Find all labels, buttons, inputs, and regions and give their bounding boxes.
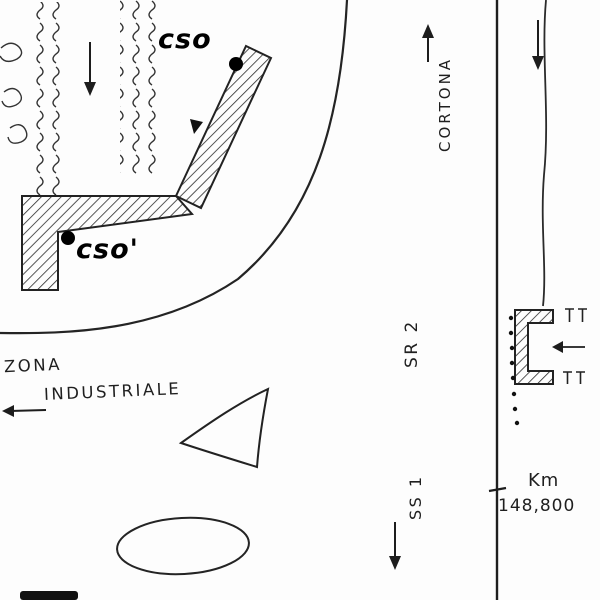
cso-label: cso <box>158 24 212 55</box>
cortona-arrow-up-icon <box>422 24 434 62</box>
secondary-road-edge <box>541 0 548 307</box>
hatched-l-wall <box>21 195 194 291</box>
pond-ellipse <box>116 516 250 576</box>
zona-arrow-left-icon <box>2 405 47 417</box>
ss1-arrow-down-icon <box>389 522 401 570</box>
right-road-arrow-down-icon <box>532 20 544 70</box>
km-value: 148,800 <box>498 496 576 516</box>
triangle-marker <box>190 119 203 134</box>
cso-prime-dot-marker <box>61 231 75 245</box>
cortona-label: CORTONA <box>436 56 454 152</box>
road-arrow-down-left-icon <box>84 42 96 96</box>
funnel-shape <box>178 387 270 469</box>
cso-prime-label: cso' <box>76 234 139 265</box>
roadside-scribbles-left <box>28 2 64 196</box>
roadside-scribbles-right <box>120 0 162 174</box>
cso-dot-marker <box>229 57 243 71</box>
bracket-arrow-left-icon <box>552 341 585 353</box>
ss1-label: SS 1 <box>406 474 425 520</box>
curved-road-edge <box>0 0 349 335</box>
km-tick <box>488 486 507 493</box>
km-label: Km <box>528 470 560 491</box>
sr2-label: SR 2 <box>402 319 422 368</box>
hatched-diagonal-wall <box>174 44 273 210</box>
tick-marks-top <box>565 308 587 322</box>
zona-label: ZONA <box>3 354 63 377</box>
dotted-line <box>508 315 520 426</box>
building-bracket <box>514 309 554 385</box>
tick-marks-bottom <box>563 371 585 384</box>
cloud-scribbles <box>0 42 28 144</box>
scan-artifact <box>20 591 78 600</box>
